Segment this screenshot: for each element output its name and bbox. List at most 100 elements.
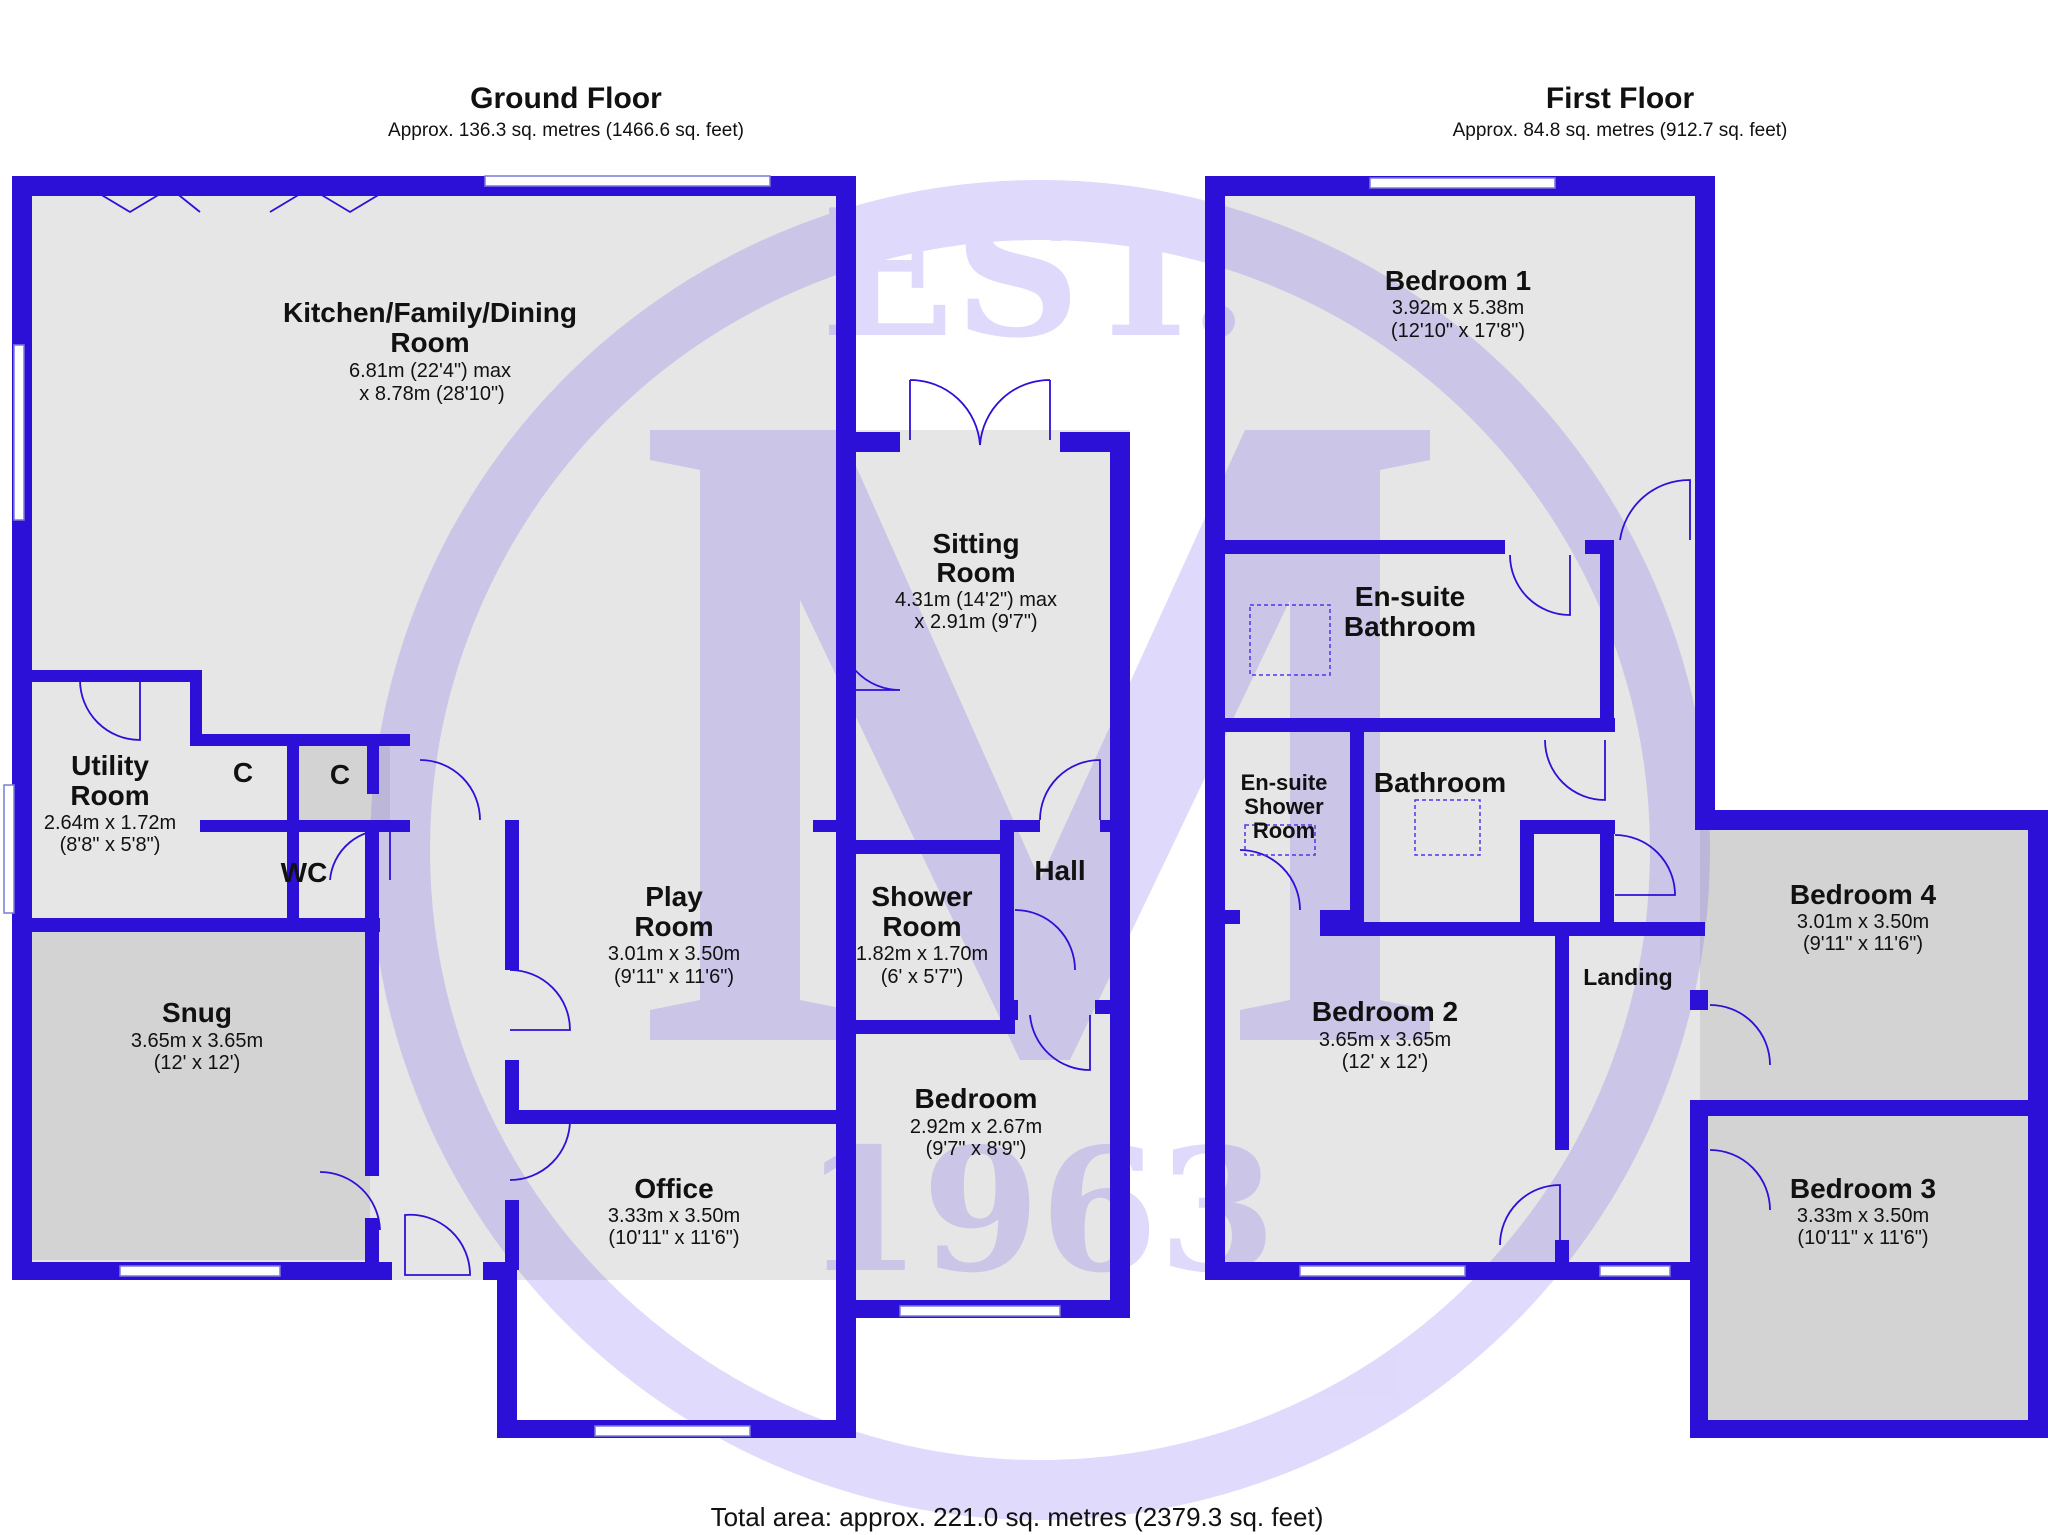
ground-floor-labels: Kitchen/Family/Dining Room 6.81m (22'4")… bbox=[44, 297, 1086, 1249]
room-dimensions: (6' x 5'7") bbox=[881, 966, 964, 988]
door-swing bbox=[329, 828, 391, 881]
door-swing bbox=[404, 1213, 471, 1276]
room-dimensions: 3.65m x 3.65m bbox=[1319, 1029, 1451, 1051]
room-name: Bedroom 3 bbox=[1790, 1173, 1936, 1204]
window bbox=[13, 344, 25, 521]
door-swing bbox=[1709, 1149, 1771, 1211]
door-swing bbox=[1014, 909, 1076, 971]
door-swing bbox=[1499, 1184, 1561, 1246]
skylight bbox=[1414, 799, 1481, 856]
door-swing bbox=[838, 624, 901, 691]
room-dimensions: (8'8" x 5'8") bbox=[60, 834, 161, 856]
room-dimensions: (12'10" x 17'8") bbox=[1391, 320, 1525, 342]
room-name: C bbox=[233, 757, 253, 788]
door-swing bbox=[1039, 759, 1101, 821]
first-floor-title: First Floor bbox=[1546, 82, 1695, 115]
window bbox=[1599, 1265, 1671, 1277]
room-name: Utility bbox=[71, 750, 149, 781]
window bbox=[594, 1425, 751, 1437]
door-swing bbox=[319, 1171, 381, 1231]
room-name: Room bbox=[882, 911, 961, 942]
door-swing bbox=[509, 1119, 571, 1181]
room-name: Kitchen/Family/Dining bbox=[283, 297, 577, 328]
room-dimensions: 3.92m x 5.38m bbox=[1392, 297, 1524, 319]
room-dimensions: 1.82m x 1.70m bbox=[856, 943, 988, 965]
door-swing bbox=[1239, 849, 1301, 911]
room-dimensions: (12' x 12') bbox=[1342, 1051, 1429, 1073]
first-floor-walls bbox=[1205, 176, 2048, 1438]
window bbox=[899, 1305, 1061, 1317]
room-name: Bedroom 1 bbox=[1385, 265, 1531, 296]
watermark-ring-outer bbox=[370, 180, 1710, 1520]
ground-floor-title: Ground Floor bbox=[470, 82, 662, 115]
window bbox=[1299, 1265, 1466, 1277]
door-swing bbox=[1709, 1004, 1771, 1066]
ground-floor-area: Approx. 136.3 sq. metres (1466.6 sq. fee… bbox=[388, 120, 744, 141]
windows bbox=[3, 175, 1671, 1437]
door-swing bbox=[1029, 1014, 1091, 1071]
room-name: Sitting bbox=[932, 528, 1019, 559]
room-name: Bedroom 2 bbox=[1312, 996, 1458, 1027]
room-name: C bbox=[330, 759, 350, 790]
room-name: Shower bbox=[1244, 794, 1324, 819]
room-dimensions: 2.64m x 1.72m bbox=[44, 812, 176, 834]
french-door bbox=[979, 379, 1051, 446]
room-name: Room bbox=[390, 327, 469, 358]
room-dimensions: x 2.91m (9'7") bbox=[914, 611, 1037, 633]
room-name: Play bbox=[645, 881, 703, 912]
room-name: Landing bbox=[1583, 964, 1672, 990]
room-name: Room bbox=[1253, 818, 1315, 843]
door-swing bbox=[79, 679, 141, 741]
doors bbox=[79, 186, 1771, 1276]
window bbox=[1369, 177, 1556, 189]
room-dimensions: 4.31m (14'2") max bbox=[895, 589, 1057, 611]
door-swing bbox=[1509, 554, 1571, 616]
room-name: WC bbox=[281, 857, 328, 888]
room-name: Hall bbox=[1034, 855, 1085, 886]
room-dimensions: 3.33m x 3.50m bbox=[608, 1205, 740, 1227]
room-dimensions: x 8.78m (28'10") bbox=[359, 383, 504, 405]
room-name: Bathroom bbox=[1344, 611, 1476, 642]
bifold-door bbox=[269, 186, 391, 214]
room-dimensions: 2.92m x 2.67m bbox=[910, 1116, 1042, 1138]
door-swing bbox=[1619, 479, 1691, 541]
first-floor-area: Approx. 84.8 sq. metres (912.7 sq. feet) bbox=[1453, 120, 1788, 141]
total-area: Total area: approx. 221.0 sq. metres (23… bbox=[711, 1502, 1324, 1532]
window bbox=[484, 175, 771, 187]
door-swing bbox=[1544, 739, 1606, 801]
room-name: En-suite bbox=[1355, 581, 1465, 612]
room-name: Snug bbox=[162, 997, 232, 1028]
room-dimensions: (10'11" x 11'6") bbox=[1797, 1227, 1928, 1249]
room-dimensions: (12' x 12') bbox=[154, 1052, 241, 1074]
skylight bbox=[1244, 824, 1316, 856]
door-swing bbox=[419, 759, 481, 821]
watermark-bottom-text: 1963 bbox=[803, 1111, 1276, 1311]
watermark-top-text: EST. bbox=[821, 172, 1249, 377]
room-dimensions: 3.01m x 3.50m bbox=[608, 943, 740, 965]
bifold-door bbox=[89, 186, 201, 214]
french-door bbox=[909, 379, 981, 446]
door-swing bbox=[509, 969, 571, 1031]
window bbox=[3, 784, 15, 914]
room-dimensions: (9'11" x 11'6") bbox=[614, 966, 734, 988]
room-name: Bathroom bbox=[1374, 767, 1506, 798]
room-name: Room bbox=[634, 911, 713, 942]
room-name: En-suite bbox=[1241, 770, 1328, 795]
door-swing bbox=[1614, 834, 1676, 896]
room-name: Bedroom bbox=[915, 1083, 1038, 1114]
room-name: Shower bbox=[871, 881, 972, 912]
room-dimensions: 3.33m x 3.50m bbox=[1797, 1205, 1929, 1227]
room-name: Room bbox=[936, 557, 1015, 588]
room-dimensions: 3.65m x 3.65m bbox=[131, 1030, 263, 1052]
room-dimensions: (9'11" x 11'6") bbox=[1803, 933, 1923, 955]
room-name: Room bbox=[70, 780, 149, 811]
first-floor-labels: Bedroom 1 3.92m x 5.38m (12'10" x 17'8")… bbox=[1241, 265, 1937, 1249]
room-dimensions: 3.01m x 3.50m bbox=[1797, 911, 1929, 933]
room-dimensions: (10'11" x 11'6") bbox=[608, 1227, 739, 1249]
room-dimensions: 6.81m (22'4") max bbox=[349, 360, 511, 382]
room-dimensions: (9'7" x 8'9") bbox=[926, 1138, 1027, 1160]
window bbox=[119, 1265, 281, 1277]
room-name: Bedroom 4 bbox=[1790, 879, 1937, 910]
room-name: Office bbox=[634, 1173, 713, 1204]
